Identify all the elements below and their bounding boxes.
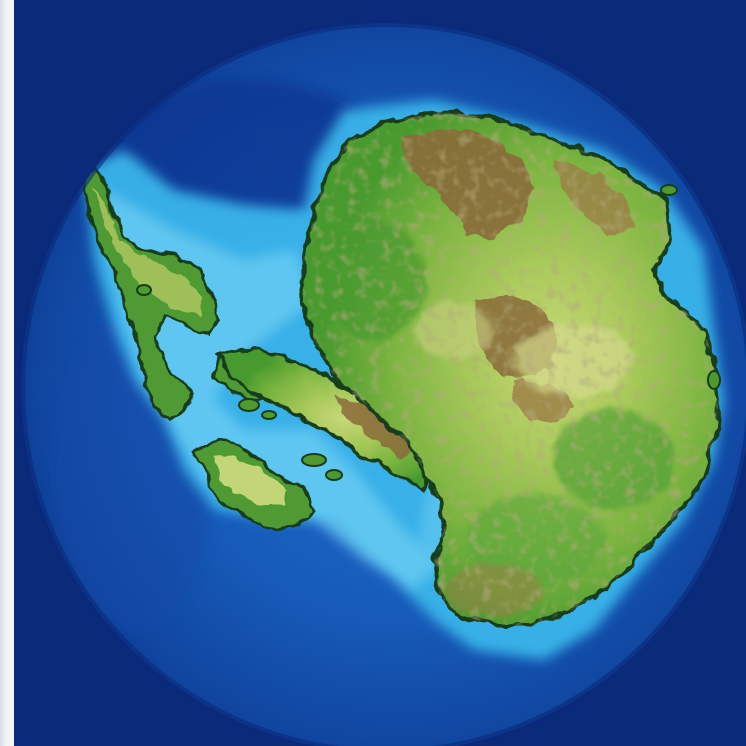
islands [136, 184, 721, 481]
topographic-map [14, 0, 746, 746]
terrain-texture [302, 112, 719, 625]
west-antarctica [216, 348, 431, 493]
antarctica-landmass-icon [14, 0, 746, 746]
